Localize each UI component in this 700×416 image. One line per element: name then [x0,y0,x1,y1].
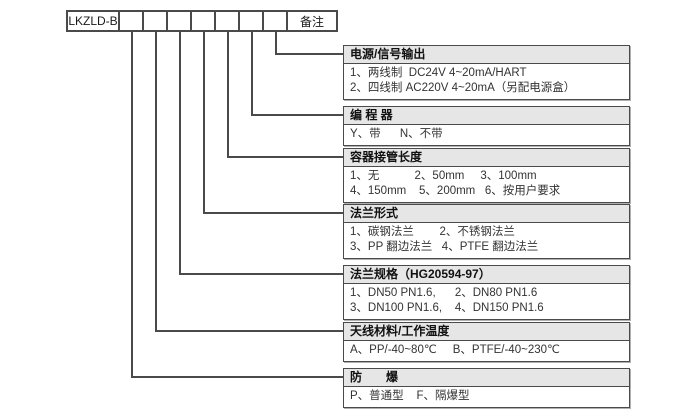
code-digit-box-2 [142,12,166,30]
section-2: 编 程 器 Y、带 N、不带 [343,106,630,146]
option-line: 1、DN50 PN1.6, 2、DN80 PN1.6 [350,287,538,299]
section-options: A、PP/-40~80℃ B、PTFE/-40~230℃ [344,341,629,361]
section-title: 法兰规格（HG20594-97） [344,266,629,284]
section-title: 容器接管长度 [344,149,629,167]
section-3: 容器接管长度 1、无 2、50mm 3、100mm 4、150mm 5、200mm … [343,148,630,203]
section-title: 编 程 器 [344,107,629,125]
option-line: 1、无 2、50mm 3、100mm [350,170,537,182]
option-line: 1、两线制 DC24V 4~20mA/HART [350,67,527,79]
option-line: 3、PP 翻边法兰 4、PTFE 翻边法兰 [350,241,539,253]
option-line: 4、150mm 5、200mm 6、按用户要求 [350,185,561,197]
connector-vertical-7 [131,30,133,378]
option-line: 3、DN100 PN1.6, 4、DN150 PN1.6 [350,302,544,314]
code-digit-box-5 [214,12,238,30]
section-6: 天线材料/工作温度 A、PP/-40~80℃ B、PTFE/-40~230℃ [343,322,630,362]
section-options: P、普通型 F、隔爆型 [344,387,629,407]
connector-vertical-4 [203,30,205,214]
connector-vertical-3 [227,30,229,158]
section-options: 1、无 2、50mm 3、100mm 4、150mm 5、200mm 6、按用户要… [344,167,629,202]
option-line: Y、带 N、不带 [350,128,443,140]
section-7: 防 爆 P、普通型 F、隔爆型 [343,368,630,408]
connector-vertical-5 [179,30,181,275]
connector-horizontal-5 [179,273,343,275]
section-options: Y、带 N、不带 [344,125,629,145]
code-digit-box-4 [190,12,214,30]
code-digit-box-1 [118,12,142,30]
section-title: 法兰形式 [344,205,629,223]
connector-vertical-1 [275,30,277,55]
section-options: 1、DN50 PN1.6, 2、DN80 PN1.6 3、DN100 PN1.6,… [344,284,629,319]
connector-horizontal-2 [251,114,343,116]
model-prefix-box: LKZLD-B [68,14,118,28]
code-digit-box-6 [238,12,262,30]
connector-horizontal-1 [275,53,343,55]
option-line: 2、四线制 AC220V 4~20mA（另配电源盒） [350,82,576,94]
section-4: 法兰形式 1、碳钢法兰 2、不锈钢法兰 3、PP 翻边法兰 4、PTFE 翻边法兰 [343,204,630,259]
connector-horizontal-4 [203,212,343,214]
remark-box: 备注 [286,12,336,30]
connector-vertical-6 [155,30,157,332]
connector-horizontal-6 [155,330,343,332]
section-5: 法兰规格（HG20594-97）1、DN50 PN1.6, 2、DN80 PN1… [343,265,630,320]
option-line: P、普通型 F、隔爆型 [350,390,470,402]
section-options: 1、两线制 DC24V 4~20mA/HART 2、四线制 AC220V 4~20… [344,64,629,99]
section-title: 电源/信号输出 [344,46,629,64]
section-title: 防 爆 [344,369,629,387]
connector-horizontal-3 [227,156,343,158]
model-code-row: LKZLD-B 备注 [66,10,338,32]
code-digit-box-3 [166,12,190,30]
connector-horizontal-7 [131,376,343,378]
option-line: 1、碳钢法兰 2、不锈钢法兰 [350,226,515,238]
connector-vertical-2 [251,30,253,116]
section-title: 天线材料/工作温度 [344,323,629,341]
section-options: 1、碳钢法兰 2、不锈钢法兰 3、PP 翻边法兰 4、PTFE 翻边法兰 [344,223,629,258]
option-line: A、PP/-40~80℃ B、PTFE/-40~230℃ [350,344,560,356]
section-1: 电源/信号输出 1、两线制 DC24V 4~20mA/HART 2、四线制 AC22… [343,45,630,100]
code-digit-box-7 [262,12,286,30]
